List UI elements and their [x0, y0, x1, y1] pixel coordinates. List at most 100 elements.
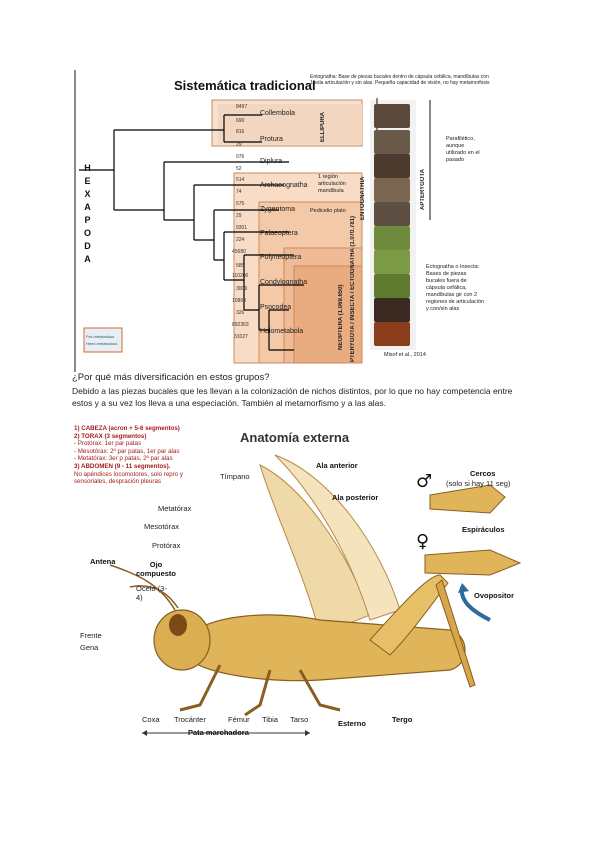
taxon-zygentoma: Zygentoma — [260, 206, 296, 213]
psocodea-photo — [374, 298, 410, 322]
female-symbol: ♀ — [416, 531, 430, 552]
hexapoda-letter: A — [84, 254, 92, 264]
answer-paragraph: Debido a las piezas bucales que les llev… — [72, 386, 513, 408]
taxon-species-count: 9301 — [236, 225, 248, 231]
label-trocanter: Trocánter — [174, 715, 206, 724]
taxon-genus-count: 29 — [236, 213, 242, 219]
taxon-protura: Protura — [260, 136, 283, 143]
entognatha-note: Entognatha: Base de piezas bucales dentr… — [310, 74, 490, 86]
label-tibia: Tibia — [262, 715, 278, 724]
protura-photo — [374, 130, 410, 154]
label-ala-posterior: Ala posterior — [332, 493, 379, 502]
label-ovopositor: Ovopositor — [474, 591, 515, 600]
zygentoma-note: Pedicelio plato — [310, 208, 346, 214]
label-ocelo: Ocelo (3-4) — [136, 584, 167, 602]
legend-item-hemimetabolous: Hemi-metabolous — [86, 341, 118, 346]
note-line: 3) ABDOMEN (9 - 11 segmentos). — [74, 462, 171, 470]
figure-title: Sistemática tradicional — [174, 78, 316, 93]
taxon-genus-count: 326 — [236, 310, 245, 316]
label-metatorax: Metatórax — [158, 504, 192, 513]
taxon-psocodea: Psocodea — [260, 304, 292, 311]
taxon-genus-count: 31027 — [234, 334, 248, 340]
phylogeny-background — [74, 70, 490, 372]
anatomy-title: Anatomía externa — [240, 430, 350, 445]
taxon-genus-count: 690 — [236, 118, 245, 124]
label-timpano: Tímpano — [220, 472, 250, 481]
entognathia-label: ENTOGNATHIA — [360, 176, 366, 220]
label-protorax: Protórax — [152, 541, 181, 550]
archaeognatha-note: 1 región articulación mandíbula — [318, 174, 346, 194]
apterygota-note: Parafilético, aunque utilizado en el pas… — [446, 136, 480, 163]
figure-credit: Misof et al., 2014 — [384, 352, 426, 358]
note-line: - Mesotórax: 2º par patas, 1er par alas — [74, 447, 180, 455]
hexapoda-letter: E — [84, 176, 92, 186]
label-ala-anterior: Ala anterior — [316, 461, 358, 470]
taxon-species-count: 575 — [236, 201, 245, 207]
taxon-holometabola: Holometabola — [260, 328, 304, 335]
label-cercos-note: (solo si hay 11 seg) — [446, 479, 511, 488]
ellipura-label: ELLIPURA — [320, 112, 326, 142]
zygentoma-photo — [374, 202, 410, 226]
legend-item-prometabolous: Pro-metabolous — [86, 334, 115, 339]
taxon-species-count: 10863 — [232, 298, 246, 304]
taxon-species-count: 8497 — [236, 104, 248, 110]
label-ojo-compuesto: Ojo compuesto — [136, 560, 177, 578]
hexapoda-letter: D — [84, 241, 92, 251]
anatomy-figure: Anatomía externa 1) CABEZA (acron + 5-6 … — [70, 425, 540, 745]
taxon-genus-count: 585 — [236, 263, 245, 269]
taxon-genus-count: 52 — [236, 166, 242, 172]
taxon-genus-count: 224 — [236, 237, 245, 243]
taxon-collembola: Collembola — [260, 110, 296, 117]
pterygota-label: PTERYGOTA / INSECTA / ECTOGNATHA (1.070.… — [350, 215, 356, 362]
taxon-polyneoptera: Polyneoptera — [260, 254, 302, 261]
hexapoda-label: H E X A P O D A — [82, 162, 94, 266]
holometabola-photo — [374, 322, 410, 346]
taxon-genus-count: 74 — [236, 189, 242, 195]
archaeognatha-photo — [374, 178, 410, 202]
note-line: sensoriales, despración pleuras — [74, 478, 162, 486]
segment-notes: 1) CABEZA (acron + 5-6 segmentos) 2) TOR… — [74, 425, 244, 486]
apterygota-label: APTERYGOTA — [420, 168, 426, 210]
hexapoda-letter: O — [83, 228, 92, 238]
label-mesotorax: Mesotórax — [144, 522, 180, 531]
label-antena: Antena — [90, 557, 116, 566]
hexapoda-letter: A — [84, 202, 92, 212]
taxon-diplura: Diplura — [260, 158, 283, 165]
taxon-species-count: 892363 — [232, 322, 249, 328]
palaeoptera-photo — [374, 226, 410, 250]
hexapoda-letter: H — [84, 163, 92, 173]
diplura-photo — [374, 154, 410, 178]
label-pata-marchadora: Pata marchadora — [188, 728, 249, 737]
taxon-species-count: 110200 — [232, 273, 249, 279]
collembola-photo — [374, 104, 410, 128]
taxon-genus-count: 29 — [236, 142, 242, 148]
note-line: No apéndices locomotores, solo repro y — [74, 470, 184, 478]
label-tarso: Tarso — [290, 715, 309, 724]
taxon-genus-count: 3009 — [236, 286, 248, 292]
polyneoptera-photo — [374, 250, 410, 274]
label-coxa: Coxa — [142, 715, 160, 724]
taxon-species-count: 514 — [236, 177, 245, 183]
label-gena: Gena — [80, 643, 99, 652]
label-frente: Frente — [80, 631, 102, 640]
note-line: - Protórax: 1er par patas — [74, 440, 142, 448]
taxon-species-count: 816 — [236, 129, 245, 135]
note-line: 2) TORAX (3 segmentos) — [74, 432, 147, 440]
label-cercos: Cercos — [470, 469, 496, 478]
ectognatha-note: Ectognatha o Insecta: Bases de piezas bu… — [426, 264, 485, 312]
note-line: 1) CABEZA (acron + 5-6 segmentos) — [74, 425, 180, 432]
label-esterno: Esterno — [338, 719, 366, 728]
label-espiraculos: Espiráculos — [462, 525, 505, 534]
note-line: - Metatórax: 3er p patas, 2º par alas — [74, 455, 173, 463]
hexapoda-letter: X — [84, 189, 92, 199]
phylogeny-figure: Sistemática tradicional Entognatha: Base… — [74, 70, 490, 372]
label-femur: Fémur — [228, 715, 250, 724]
condylognatha-photo — [374, 274, 410, 298]
taxon-archaeognatha: Archaeognatha — [260, 182, 308, 189]
male-symbol: ♂ — [416, 471, 433, 492]
neoptera-label: NEOPTERA (1.069.650) — [338, 284, 344, 350]
taxon-palaeoptera: Palaeoptera — [260, 230, 298, 237]
grasshopper-illustration — [109, 454, 522, 736]
hexapoda-letter: P — [84, 215, 92, 225]
question-text: ¿Por qué más diversificación en estos gr… — [72, 372, 270, 383]
